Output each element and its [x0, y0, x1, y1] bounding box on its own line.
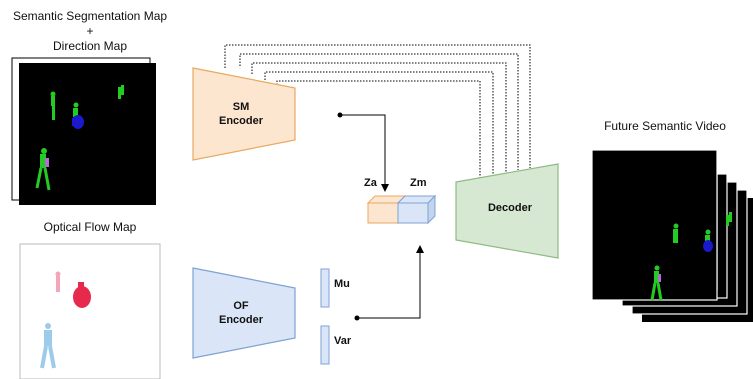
- skip-connections: [224, 44, 531, 178]
- video-person-2: [703, 229, 713, 252]
- segment-person-4: [35, 148, 51, 191]
- segment-person-3: [118, 85, 124, 99]
- video-person-4: [650, 265, 663, 301]
- zm-cube: [396, 194, 437, 225]
- of-encoder-label: OF Encoder: [193, 299, 289, 327]
- segment-person-2: [72, 102, 84, 129]
- decoder-label: Decoder: [487, 202, 533, 214]
- segment-person-1: [50, 91, 56, 120]
- mu-bar: [320, 268, 330, 308]
- semantic-map-title-line1: Semantic Segmentation Map: [12, 9, 168, 23]
- var-bar: [320, 325, 330, 365]
- semantic-map-title-plus: +: [86, 24, 94, 38]
- sm-encoder-label: SM Encoder: [193, 100, 289, 128]
- sm-encoder-label-line2: Encoder: [218, 115, 263, 127]
- video-person-3: [726, 212, 732, 226]
- future-semantic-video: [591, 149, 753, 322]
- decoder: [455, 163, 559, 259]
- future-video-title: Future Semantic Video: [604, 119, 726, 133]
- semantic-segmentation-map: [11, 57, 156, 205]
- arrow-sm-to-za: [337, 112, 389, 192]
- of-encoder-label-line2: Encoder: [218, 314, 263, 326]
- zm-label: Zm: [410, 177, 427, 189]
- optical-flow-title: Optical Flow Map: [43, 220, 137, 234]
- video-person-1: [673, 223, 679, 243]
- semantic-map-title-line2: Direction Map: [52, 39, 128, 53]
- sm-encoder: [192, 67, 296, 161]
- za-label: Za: [364, 177, 377, 189]
- arrow-of-to-zm: [354, 245, 424, 321]
- var-label: Var: [334, 335, 352, 347]
- of-encoder-label-line1: OF: [233, 300, 249, 312]
- optical-flow-map: [19, 243, 161, 379]
- of-encoder: [192, 267, 296, 359]
- sm-encoder-label-line1: SM: [232, 101, 250, 113]
- mu-label: Mu: [334, 278, 350, 290]
